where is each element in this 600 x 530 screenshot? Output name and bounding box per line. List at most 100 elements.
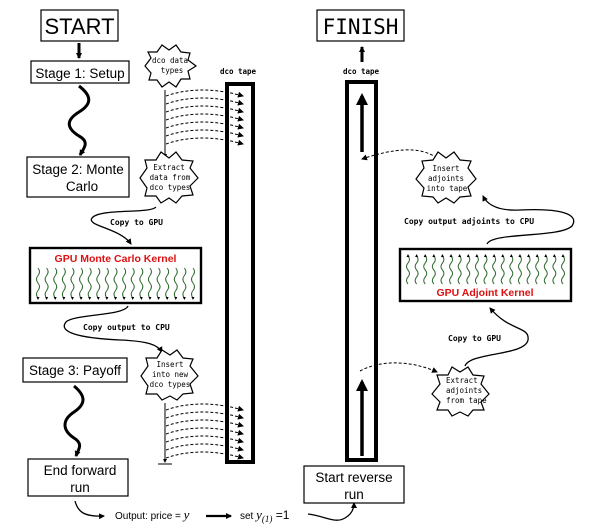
- cloud-extract-adjoints-line2: adjoints: [446, 386, 482, 395]
- copy-output-adjoints-curve: [482, 195, 575, 245]
- forward-tape-label: dco tape: [220, 67, 257, 76]
- gpu-thread: [500, 255, 505, 285]
- gpu-thread-arrowhead: [561, 254, 565, 257]
- gpu-thread: [483, 255, 488, 285]
- cloud-extract-adjoints-line1: Extract: [446, 376, 478, 385]
- gpu-thread-arrowhead: [544, 254, 548, 257]
- gpu-thread: [165, 267, 170, 299]
- gpu-thread: [182, 267, 187, 299]
- gpu-thread: [449, 255, 454, 285]
- start-reverse-box: Start reverse run: [303, 465, 405, 504]
- finish-label: FINISH: [323, 15, 399, 39]
- stage3-to-end-squiggle: [63, 384, 85, 457]
- gpu-thread: [36, 267, 40, 299]
- copy-to-gpu-label: Copy to GPU: [110, 218, 163, 227]
- gpu-thread: [517, 255, 522, 285]
- gpu-thread-arrowhead: [182, 297, 186, 300]
- gpu-thread-arrowhead: [406, 254, 410, 257]
- dco-types-to-tape-arrows: [163, 89, 244, 158]
- gpu-thread: [104, 267, 109, 299]
- set-label: set: [240, 511, 256, 522]
- gpu-thread-arrowhead: [509, 254, 513, 257]
- copy-output-to-cpu-label: Copy output to CPU: [83, 323, 170, 332]
- gpu-monte-carlo-kernel-box: GPU Monte Carlo Kernel: [28, 246, 203, 305]
- gpu-thread: [96, 267, 101, 299]
- cloud-extract-line3: dco types: [150, 183, 191, 192]
- end-forward-line2: run: [70, 480, 90, 495]
- reverse-copy-to-gpu-label: Copy to GPU: [448, 334, 501, 343]
- cloud-insert-adjoints-line3: into tape: [427, 184, 468, 193]
- forward-dco-tape: [225, 82, 255, 464]
- gpu-thread: [44, 267, 49, 299]
- reverse-kernel-threads: [406, 254, 565, 285]
- end-to-output-arrow: [74, 500, 105, 520]
- end-forward-line1: End forward: [44, 463, 117, 478]
- stage3-label: Stage 3: Payoff: [29, 363, 121, 378]
- gpu-thread-arrowhead: [131, 297, 135, 300]
- output-label: Output: price =: [115, 511, 184, 522]
- cloud-extract-adjoints: Extract adjoints from tape: [431, 366, 490, 417]
- gpu-thread: [173, 267, 178, 299]
- gpu-thread: [191, 267, 195, 299]
- insert-adjoints-dashed-arrow: [361, 149, 438, 161]
- output-text: Output: price = y: [115, 507, 190, 522]
- gpu-thread: [147, 267, 152, 299]
- gpu-thread-arrowhead: [165, 297, 169, 300]
- gpu-thread-arrowhead: [432, 254, 436, 257]
- gpu-thread-arrowhead: [148, 297, 152, 300]
- gpu-thread-arrowhead: [191, 297, 195, 300]
- cloud-insert-adjoints-line2: adjoints: [428, 174, 464, 183]
- stage2-label-line1: Stage 2: Monte: [32, 162, 124, 177]
- set-subscript: (1): [262, 514, 273, 524]
- cloud-extract-data: Extract data from dco types: [139, 151, 199, 204]
- output-var: y: [182, 507, 190, 522]
- forward-kernel-threads: [36, 267, 195, 300]
- set-to-reverse-arrow: [307, 502, 357, 521]
- gpu-thread-arrowhead: [415, 254, 419, 257]
- gpu-thread-arrowhead: [157, 297, 161, 300]
- start-reverse-line2: run: [344, 487, 364, 502]
- stage1-to-stage2-squiggle: [67, 84, 91, 156]
- gpu-thread: [414, 255, 419, 285]
- stage2-label-line2: Carlo: [66, 179, 98, 194]
- gpu-thread-arrowhead: [423, 254, 427, 257]
- gpu-thread: [466, 255, 471, 285]
- new-dco-types-to-tape-arrows: [158, 403, 244, 465]
- gpu-thread: [474, 255, 479, 285]
- gpu-thread: [552, 255, 557, 285]
- gpu-thread-arrowhead: [475, 254, 479, 257]
- gpu-monte-carlo-kernel-label: GPU Monte Carlo Kernel: [55, 253, 177, 265]
- gpu-thread-arrowhead: [122, 297, 126, 300]
- gpu-thread-arrowhead: [88, 297, 92, 300]
- cloud-dco-data-types-line1: dco data: [152, 56, 188, 65]
- cloud-insert-new-line1: Insert: [156, 360, 183, 369]
- gpu-thread: [423, 255, 428, 285]
- cloud-insert-adjoints: Insert adjoints into tape: [415, 151, 477, 204]
- stage3-box: Stage 3: Payoff: [22, 357, 128, 383]
- gpu-thread: [79, 267, 84, 299]
- gpu-thread: [431, 255, 436, 285]
- gpu-thread: [156, 267, 161, 299]
- gpu-thread-arrowhead: [518, 254, 522, 257]
- cloud-extract-line2: data from: [150, 173, 191, 182]
- set-value: =1: [272, 508, 289, 522]
- cloud-insert-new-line3: dco types: [150, 380, 191, 389]
- gpu-thread-arrowhead: [484, 254, 487, 257]
- gpu-thread: [53, 267, 58, 299]
- gpu-thread: [87, 267, 92, 299]
- gpu-thread: [492, 255, 497, 285]
- gpu-thread-arrowhead: [53, 297, 57, 300]
- gpu-thread: [406, 255, 410, 285]
- gpu-thread: [535, 255, 540, 285]
- gpu-thread-arrowhead: [105, 297, 109, 300]
- extract-adjoints-dashed-arrow: [359, 362, 438, 373]
- gpu-thread: [122, 267, 127, 299]
- gpu-thread: [561, 255, 565, 285]
- gpu-thread: [543, 255, 548, 285]
- gpu-thread-arrowhead: [449, 254, 453, 257]
- gpu-thread-arrowhead: [174, 297, 178, 300]
- start-label: START: [44, 14, 114, 39]
- gpu-adjoint-kernel-label: GPU Adjoint Kernel: [436, 287, 533, 299]
- gpu-thread-arrowhead: [440, 254, 444, 257]
